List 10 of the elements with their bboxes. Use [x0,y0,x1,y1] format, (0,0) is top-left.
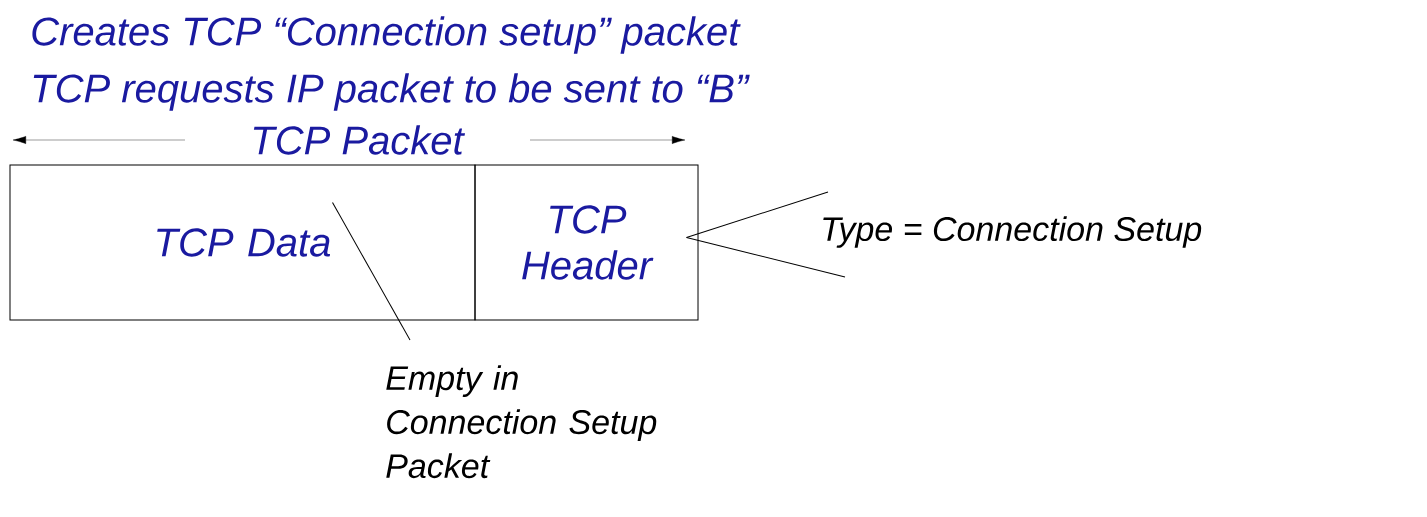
packet-field: TCP Header [474,164,699,321]
packet-label: TCP Packet [253,125,466,155]
leader-line [686,237,846,278]
callout-text: Type = Connection Setup [823,216,1202,248]
heading: TCP requests IP packet to be sent to “B” [33,73,750,111]
leader-line [686,191,829,238]
packet-field: TCP Data [9,164,476,321]
heading: Creates TCP “Connection setup” packet [32,16,741,54]
leader-line [332,202,411,341]
callout-text: Empty in Connection Setup Packet [386,365,657,479]
